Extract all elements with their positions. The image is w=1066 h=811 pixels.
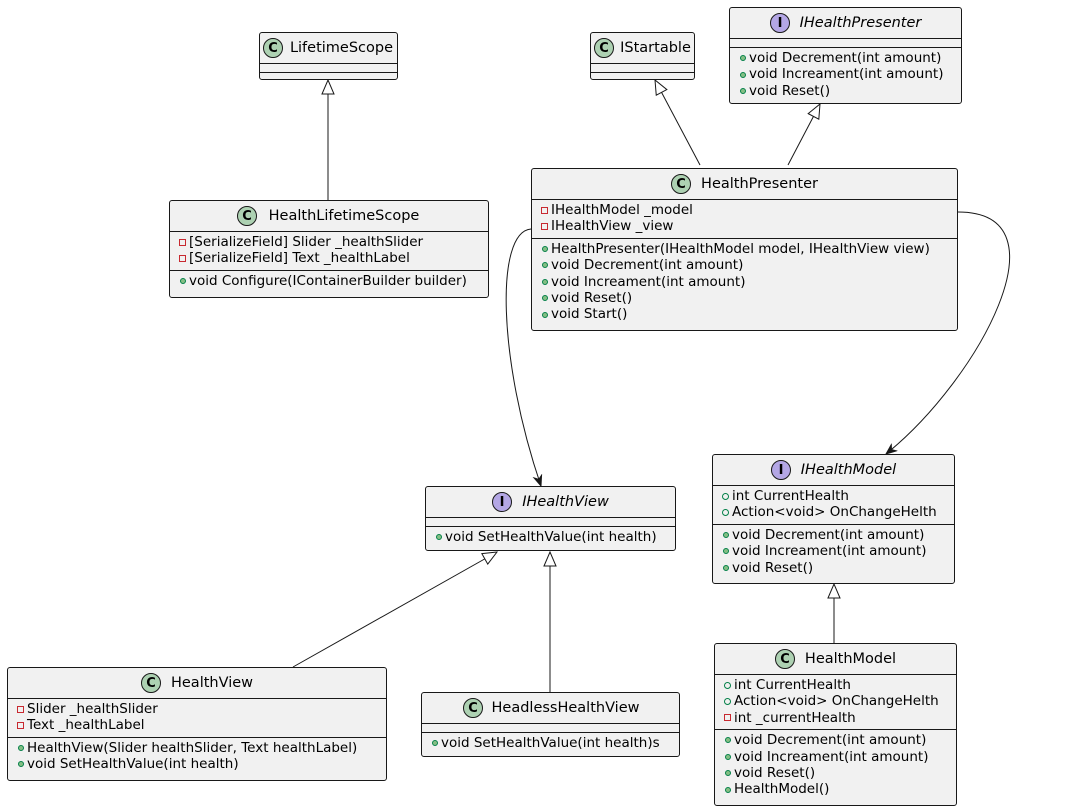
class-header: C HeadlessHealthView [422,693,679,724]
class-healthmodel[interactable]: C HealthModel int CurrentHealth Action<v… [714,643,957,806]
member: void Configure(IContainerBuilder builder… [170,273,488,289]
edge-healthpresenter-to-ihealthview [505,228,541,486]
methods-section: void SetHealthValue(int health) [426,527,675,548]
class-name: HeadlessHealthView [491,700,640,716]
class-name: HealthView [170,675,254,691]
methods-section: void Configure(IContainerBuilder builder… [170,271,488,292]
member: void Increament(int amount) [715,749,956,765]
class-name: IHealthView [522,494,609,510]
member: [SerializeField] Text _healthLabel [170,250,488,266]
class-icon: C [775,649,795,669]
interface-icon: I [492,492,512,512]
class-healthview[interactable]: C HealthView Slider _healthSlider Text _… [7,667,387,781]
class-icon: C [237,206,257,226]
member: void Decrement(int amount) [532,257,957,273]
class-header: C HealthView [8,668,386,699]
class-header: I IHealthPresenter [730,8,961,39]
member: Action<void> OnChangeHelth [713,504,954,520]
class-icon: C [671,174,691,194]
interface-ihealthview[interactable]: I IHealthView void SetHealthValue(int he… [425,486,676,551]
methods-section: HealthPresenter(IHealthModel model, IHea… [532,239,957,326]
fields-section: [SerializeField] Slider _healthSlider [S… [170,232,488,271]
class-header: C HealthLifetimeScope [170,201,488,232]
class-name: IHealthModel [800,462,897,478]
member: void SetHealthValue(int health) [8,756,386,772]
member: IHealthView _view [532,218,957,234]
member: void Reset() [713,560,954,576]
member: [SerializeField] Slider _healthSlider [170,234,488,250]
member: void Decrement(int amount) [713,527,954,543]
interface-icon: I [770,13,790,33]
class-header: C HealthModel [715,644,956,675]
edge-healthpresenter-to-istartable [655,80,701,166]
interface-icon: I [771,460,791,480]
member: IHealthModel _model [532,202,957,218]
member: void SetHealthValue(int health)s [422,735,679,751]
methods-section: void Decrement(int amount) void Increame… [730,48,961,102]
member: Text _healthLabel [8,717,386,733]
member: void Reset() [715,765,956,781]
member: void Start() [532,306,957,322]
class-header: C LifetimeScope [260,33,397,64]
member: Slider _healthSlider [8,701,386,717]
member: void Decrement(int amount) [715,732,956,748]
member: void Reset() [730,83,961,99]
methods-section: void Decrement(int amount) void Increame… [713,525,954,579]
member: int CurrentHealth [715,677,956,693]
member: HealthModel() [715,781,956,797]
class-header: C IStartable [591,33,694,64]
fields-section: int CurrentHealth Action<void> OnChangeH… [715,675,956,731]
class-name: IHealthPresenter [799,15,922,31]
class-header: I IHealthModel [713,455,954,486]
edge-healthpresenter-to-ihealthmodel [886,211,1011,454]
member: void Reset() [532,290,957,306]
class-healthpresenter[interactable]: C HealthPresenter IHealthModel _model IH… [531,168,958,331]
class-healthlifetimescope[interactable]: C HealthLifetimeScope [SerializeField] S… [169,200,489,298]
member: void Increament(int amount) [713,543,954,559]
fields-section: Slider _healthSlider Text _healthLabel [8,699,386,738]
class-lifetimescope[interactable]: C LifetimeScope [259,32,398,80]
class-headlesshealthview[interactable]: C HeadlessHealthView void SetHealthValue… [421,692,680,757]
edge-healthpresenter-to-ihealthpresenter [787,104,820,166]
member: HealthView(Slider healthSlider, Text hea… [8,740,386,756]
member: void Increament(int amount) [730,66,961,82]
class-name: IStartable [620,40,691,56]
class-icon: C [263,38,283,58]
class-istartable[interactable]: C IStartable [590,32,695,80]
class-icon: C [463,698,483,718]
methods-section: void SetHealthValue(int health)s [422,733,679,754]
class-icon: C [141,673,161,693]
class-name: HealthLifetimeScope [268,208,420,224]
member: void SetHealthValue(int health) [426,529,675,545]
edge-healthview-to-ihealthview [292,552,497,668]
member: Action<void> OnChangeHelth [715,693,956,709]
member: int _currentHealth [715,710,956,726]
class-icon: C [594,38,614,58]
class-name: LifetimeScope [289,40,394,56]
interface-ihealthmodel[interactable]: I IHealthModel int CurrentHealth Action<… [712,454,955,584]
class-header: I IHealthView [426,487,675,518]
member: void Decrement(int amount) [730,50,961,66]
methods-section: HealthView(Slider healthSlider, Text hea… [8,738,386,776]
methods-section: void Decrement(int amount) void Increame… [715,730,956,801]
fields-section: IHealthModel _model IHealthView _view [532,200,957,239]
member: HealthPresenter(IHealthModel model, IHea… [532,241,957,257]
class-name: HealthPresenter [701,176,818,192]
class-header: C HealthPresenter [532,169,957,200]
member: void Increament(int amount) [532,274,957,290]
interface-ihealthpresenter[interactable]: I IHealthPresenter void Decrement(int am… [729,7,962,104]
member: int CurrentHealth [713,488,954,504]
class-name: HealthModel [804,651,897,667]
fields-section: int CurrentHealth Action<void> OnChangeH… [713,486,954,525]
